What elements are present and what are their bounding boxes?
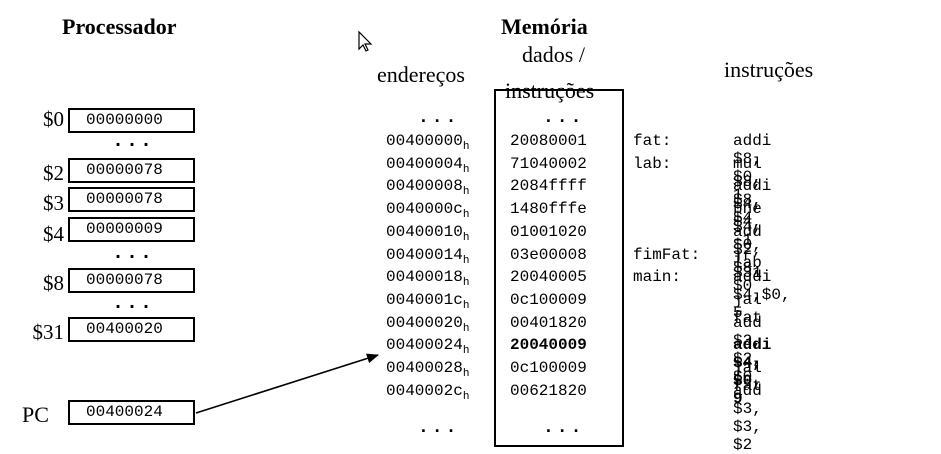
hex-suffix: h bbox=[462, 209, 470, 222]
pc-label: PC bbox=[22, 402, 49, 427]
hex-suffix: h bbox=[462, 390, 470, 403]
register-label-4: $4 bbox=[43, 222, 64, 246]
memory-address: 00400018h bbox=[386, 268, 469, 289]
addresses-header: endereços bbox=[377, 62, 465, 87]
memory-data-word: 03e00008 bbox=[510, 245, 587, 264]
hex-suffix: h bbox=[462, 163, 470, 176]
asm-instruction: addi $4, $4, -1 bbox=[733, 177, 772, 250]
asm-instruction: bne $4, $0, lab bbox=[733, 200, 762, 273]
memory-data-column bbox=[494, 89, 624, 447]
register-ellipsis: ... bbox=[112, 242, 155, 265]
memory-data-word: 2084ffff bbox=[510, 177, 587, 196]
memory-address-value: 00400010 bbox=[386, 222, 463, 241]
memory-address: 00400000h bbox=[386, 132, 469, 153]
register-ellipsis: ... bbox=[112, 130, 155, 153]
asm-instruction: jr $31 bbox=[733, 245, 762, 282]
register-value-4: 00000009 bbox=[86, 220, 163, 238]
register-value-8: 00000078 bbox=[86, 271, 163, 289]
memory-address-value: 00400028 bbox=[386, 359, 463, 377]
memory-data-word: 71040002 bbox=[510, 154, 587, 173]
register-value-0: 00000000 bbox=[86, 111, 163, 129]
register-box-31: 00400020 bbox=[68, 317, 195, 342]
processor-title: Processador bbox=[62, 14, 177, 39]
memory-address-value: 0040000c bbox=[386, 200, 463, 219]
hex-suffix: h bbox=[462, 141, 470, 153]
memory-address-value: 00400014 bbox=[386, 245, 463, 264]
memory-data-word: 1480fffe bbox=[510, 200, 587, 219]
asm-instruction: addi $4,$0, 5 bbox=[733, 268, 791, 323]
register-label-0: $0 bbox=[43, 107, 64, 131]
memory-address: 0040002ch bbox=[386, 382, 469, 403]
data-ellipsis-top: ... bbox=[543, 108, 585, 128]
register-label-3: $3 bbox=[43, 191, 64, 215]
data-header-line1: dados / bbox=[522, 42, 585, 67]
asm-instruction: jal fat bbox=[733, 290, 762, 327]
memory-data-word: 20080001 bbox=[510, 132, 587, 150]
hex-suffix: h bbox=[462, 231, 470, 244]
asm-label: fimFat: bbox=[633, 245, 701, 264]
asm-instruction: add $3, $3, $2 bbox=[733, 381, 762, 454]
memory-address-value: 00400004 bbox=[386, 154, 463, 173]
memory-address-value: 0040002c bbox=[386, 381, 463, 400]
memory-address: 00400014h bbox=[386, 246, 469, 267]
register-label-31: $31 bbox=[32, 320, 65, 344]
pc-box: 00400024 bbox=[68, 400, 195, 425]
register-ellipsis: ... bbox=[112, 292, 155, 315]
hex-suffix: h bbox=[462, 345, 470, 358]
hex-suffix: h bbox=[462, 368, 470, 380]
memory-data-word: 20040009 bbox=[510, 336, 587, 355]
memory-data-word: 0c100009 bbox=[510, 359, 587, 377]
memory-address: 00400010h bbox=[386, 223, 469, 244]
register-box-0: 00000000 bbox=[68, 108, 195, 133]
hex-suffix: h bbox=[462, 186, 470, 199]
memory-address: 00400028h bbox=[386, 359, 469, 380]
data-ellipsis-bottom: ... bbox=[543, 418, 585, 438]
address-ellipsis-top: ... bbox=[418, 108, 460, 128]
register-box-3: 00000078 bbox=[68, 187, 195, 212]
asm-label: fat: bbox=[633, 132, 672, 150]
asm-instruction: addi $8, $0, 1 bbox=[733, 132, 772, 204]
register-label-2: $2 bbox=[43, 161, 64, 185]
register-value-2: 00000078 bbox=[86, 161, 163, 179]
asm-instruction: addi $4, $0, 9 bbox=[733, 336, 772, 409]
memory-address-value: 00400020 bbox=[386, 313, 463, 332]
memory-address: 00400020h bbox=[386, 314, 469, 335]
memory-address-value: 00400008 bbox=[386, 177, 463, 196]
memory-data-word: 0c100009 bbox=[510, 290, 587, 309]
memory-data-word: 00621820 bbox=[510, 381, 587, 400]
memory-address: 0040001ch bbox=[386, 291, 469, 312]
memory-address-value: 00400000 bbox=[386, 132, 463, 150]
hex-suffix: h bbox=[462, 322, 470, 335]
memory-data-word: 00401820 bbox=[510, 313, 587, 332]
memory-address: 0040000ch bbox=[386, 200, 469, 221]
memory-address-value: 00400018 bbox=[386, 268, 463, 287]
asm-label: lab: bbox=[633, 154, 672, 173]
register-value-3: 00000078 bbox=[86, 190, 163, 208]
register-value-31: 00400020 bbox=[86, 320, 163, 338]
register-box-8: 00000078 bbox=[68, 268, 195, 293]
asm-instruction: add $2, $8, $0 bbox=[733, 222, 762, 295]
memory-address: 00400004h bbox=[386, 155, 469, 176]
memory-address-value: 0040001c bbox=[386, 290, 463, 309]
memory-data-word: 20040005 bbox=[510, 268, 587, 287]
memory-address: 00400008h bbox=[386, 177, 469, 198]
hex-suffix: h bbox=[462, 299, 470, 312]
register-box-2: 00000078 bbox=[68, 158, 195, 183]
pc-value: 00400024 bbox=[86, 403, 163, 421]
address-ellipsis-bottom: ... bbox=[418, 418, 460, 438]
hex-suffix: h bbox=[462, 254, 470, 267]
asm-instruction: add $3, $2, $0 bbox=[733, 313, 762, 386]
hex-suffix: h bbox=[462, 277, 470, 290]
memory-data-word: 01001020 bbox=[510, 222, 587, 241]
memory-title: Memória bbox=[501, 14, 588, 39]
asm-label: main: bbox=[633, 268, 682, 287]
asm-instruction: mul $8, $8, $4 bbox=[733, 154, 762, 227]
register-label-8: $8 bbox=[43, 271, 64, 295]
instructions-header: instruções bbox=[724, 57, 814, 82]
register-box-4: 00000009 bbox=[68, 217, 195, 242]
memory-address-value: 00400024 bbox=[386, 336, 463, 355]
asm-instruction: jal fat bbox=[733, 359, 762, 395]
memory-address: 00400024h bbox=[386, 336, 469, 357]
